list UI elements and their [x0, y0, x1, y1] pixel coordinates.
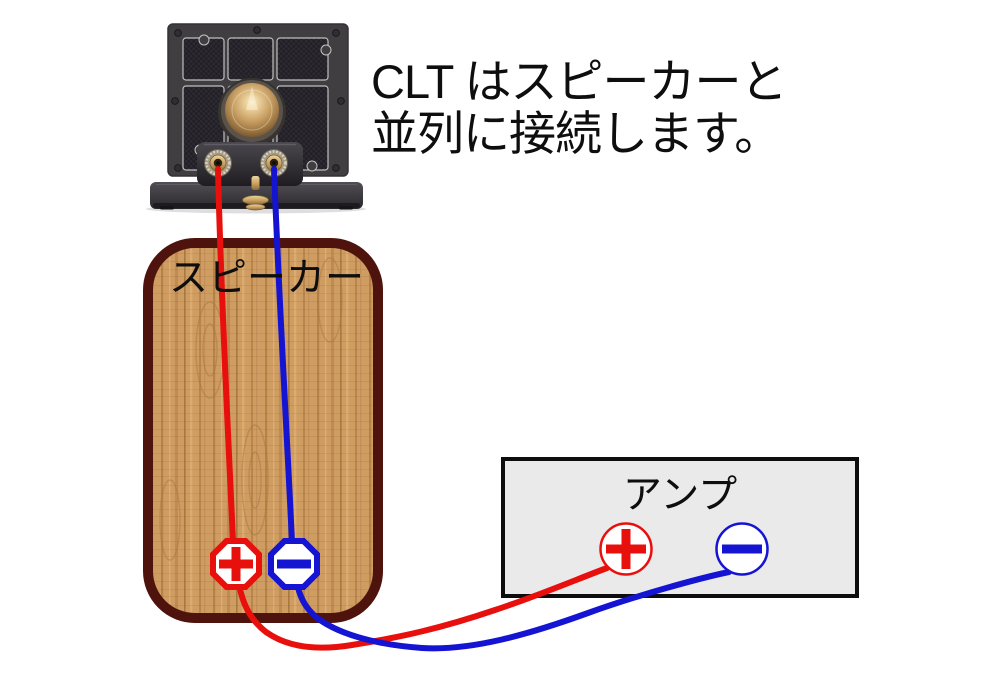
- negative-wire: [271, 166, 732, 652]
- clt-positive-post: [204, 149, 232, 177]
- speaker-label: スピーカー: [169, 257, 365, 300]
- speaker-wood-body: [143, 238, 383, 623]
- amp-box: [501, 457, 859, 598]
- front-fastener-base: [245, 203, 266, 211]
- panel-screws: [171, 26, 345, 172]
- caption: CLT はスピーカーと 並列に接続します。: [371, 55, 788, 160]
- brass-pin: [251, 176, 260, 190]
- wood-grain: [159, 257, 343, 561]
- front-fastener: [242, 195, 269, 205]
- amp-positive-terminal: [599, 522, 653, 576]
- plus-icon: [219, 547, 253, 581]
- clt-device-photo: [146, 23, 366, 214]
- speaker-box: [143, 238, 383, 623]
- caption-line-2: 並列に接続します。: [371, 107, 781, 160]
- speaker-negative-terminal: [268, 538, 320, 590]
- speaker-positive-terminal: [210, 538, 262, 590]
- plus-icon: [606, 529, 646, 569]
- amp-label: アンプ: [622, 474, 738, 517]
- caption-line-1: CLT はスピーカーと: [371, 55, 788, 108]
- amp-negative-terminal: [715, 522, 769, 576]
- clt-knob: [218, 78, 286, 146]
